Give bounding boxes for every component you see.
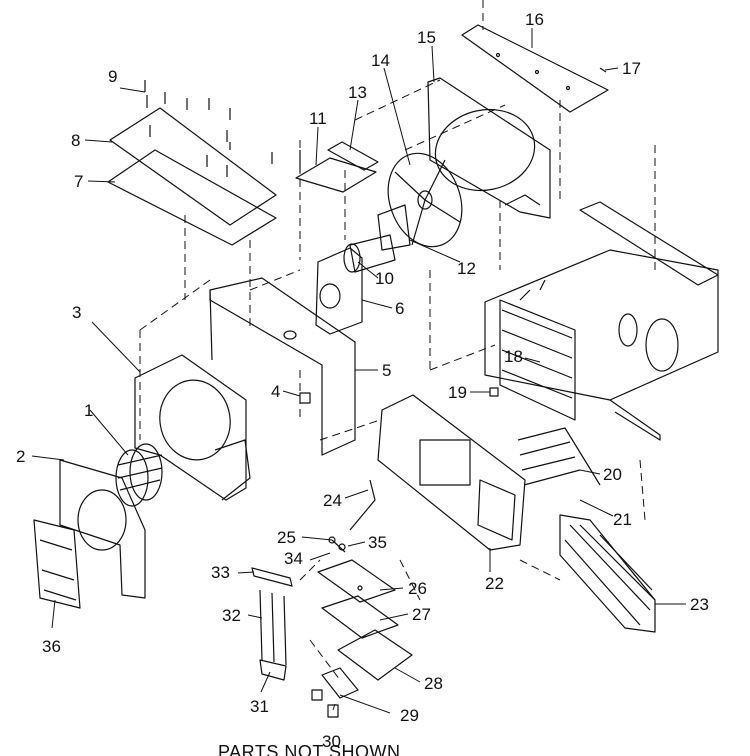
part-chassis-assembly — [484, 201, 719, 441]
part-wire — [349, 479, 376, 531]
part-front-frame — [377, 394, 526, 551]
label-part-26: 26 — [408, 579, 427, 598]
label-part-21: 21 — [613, 510, 632, 529]
parts-not-shown-heading: PARTS NOT SHOWN — [218, 742, 401, 756]
label-part-5: 5 — [382, 361, 391, 380]
label-part-17: 17 — [622, 59, 641, 78]
label-part-19: 19 — [448, 383, 467, 402]
part-fan-blade — [377, 152, 463, 251]
part-screws-top-cover — [144, 80, 273, 177]
label-part-24: 24 — [323, 491, 342, 510]
label-part-11: 11 — [309, 109, 327, 128]
label-part-31: 31 — [250, 697, 269, 716]
label-part-28: 28 — [424, 674, 443, 693]
assembly-guide-lines — [139, 0, 656, 681]
label-part-36: 36 — [42, 637, 61, 656]
label-part-4: 4 — [271, 382, 280, 401]
label-part-6: 6 — [395, 299, 404, 318]
part-number-labels: 1 2 3 4 5 6 7 8 9 10 11 12 13 14 15 16 1… — [16, 10, 709, 751]
part-bracket-11 — [295, 150, 377, 193]
label-part-20: 20 — [603, 465, 622, 484]
part-blower-scroll — [134, 354, 251, 501]
part-fan-shroud — [427, 77, 551, 219]
leader-lines — [31, 28, 686, 714]
label-part-14: 14 — [371, 51, 390, 70]
label-part-33: 33 — [211, 563, 230, 582]
label-part-2: 2 — [16, 447, 25, 466]
part-evaporator-housing — [209, 277, 356, 456]
part-control-boards — [317, 559, 399, 639]
part-control-box — [311, 629, 413, 718]
part-front-grille — [559, 514, 656, 633]
label-part-13: 13 — [348, 83, 367, 102]
part-top-cover-plates — [107, 107, 277, 246]
label-part-25: 25 — [277, 528, 296, 547]
label-part-22: 22 — [485, 574, 504, 593]
label-part-32: 32 — [222, 606, 241, 625]
part-louvers — [517, 427, 601, 486]
part-top-panel — [461, 24, 609, 113]
part-filter — [33, 519, 81, 609]
label-part-3: 3 — [72, 303, 81, 322]
label-part-7: 7 — [74, 172, 83, 191]
label-part-29: 29 — [400, 706, 419, 725]
label-part-16: 16 — [525, 10, 544, 29]
label-part-18: 18 — [504, 347, 523, 366]
label-part-35: 35 — [368, 533, 387, 552]
part-heater-assembly — [251, 567, 293, 681]
part-bulkhead-panel — [59, 459, 146, 599]
part-fan-motor — [315, 234, 396, 335]
label-part-9: 9 — [108, 67, 117, 86]
part-rail-13 — [327, 141, 379, 171]
part-knobs — [328, 536, 346, 553]
label-part-27: 27 — [412, 605, 431, 624]
label-part-23: 23 — [690, 595, 709, 614]
label-part-12: 12 — [457, 259, 476, 278]
label-part-15: 15 — [417, 28, 436, 47]
label-part-10: 10 — [375, 269, 394, 288]
label-part-34: 34 — [284, 549, 303, 568]
part-clip — [299, 392, 311, 404]
part-blower-wheel — [115, 443, 163, 507]
label-part-1: 1 — [84, 401, 93, 420]
label-part-8: 8 — [71, 131, 80, 150]
label-part-30: 30 — [322, 732, 341, 751]
